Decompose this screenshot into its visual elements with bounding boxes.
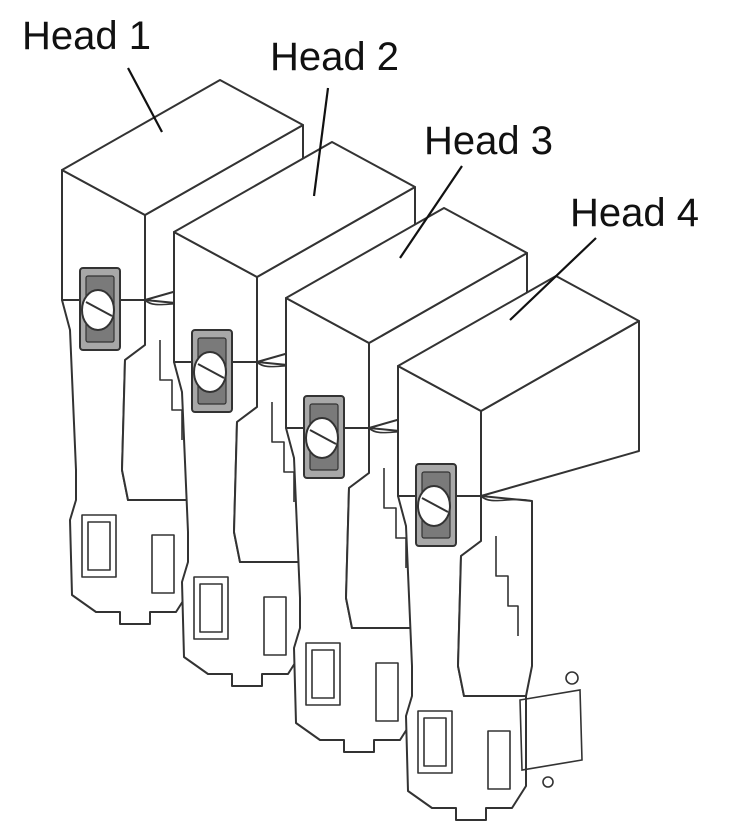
latch-knob-icon[interactable]	[418, 486, 450, 526]
printhead-4	[398, 276, 639, 820]
head-4-label: Head 4	[570, 193, 699, 233]
head-4-base-bracket	[520, 690, 582, 770]
latch-knob-icon[interactable]	[306, 418, 338, 458]
mount-hole	[566, 672, 578, 684]
latch-knob-icon[interactable]	[194, 352, 226, 392]
base-screw	[543, 777, 553, 787]
latch-knob-icon[interactable]	[82, 290, 114, 330]
head-2-label: Head 2	[270, 37, 399, 77]
head-1-label: Head 1	[22, 16, 151, 56]
head-3-label: Head 3	[424, 121, 553, 161]
